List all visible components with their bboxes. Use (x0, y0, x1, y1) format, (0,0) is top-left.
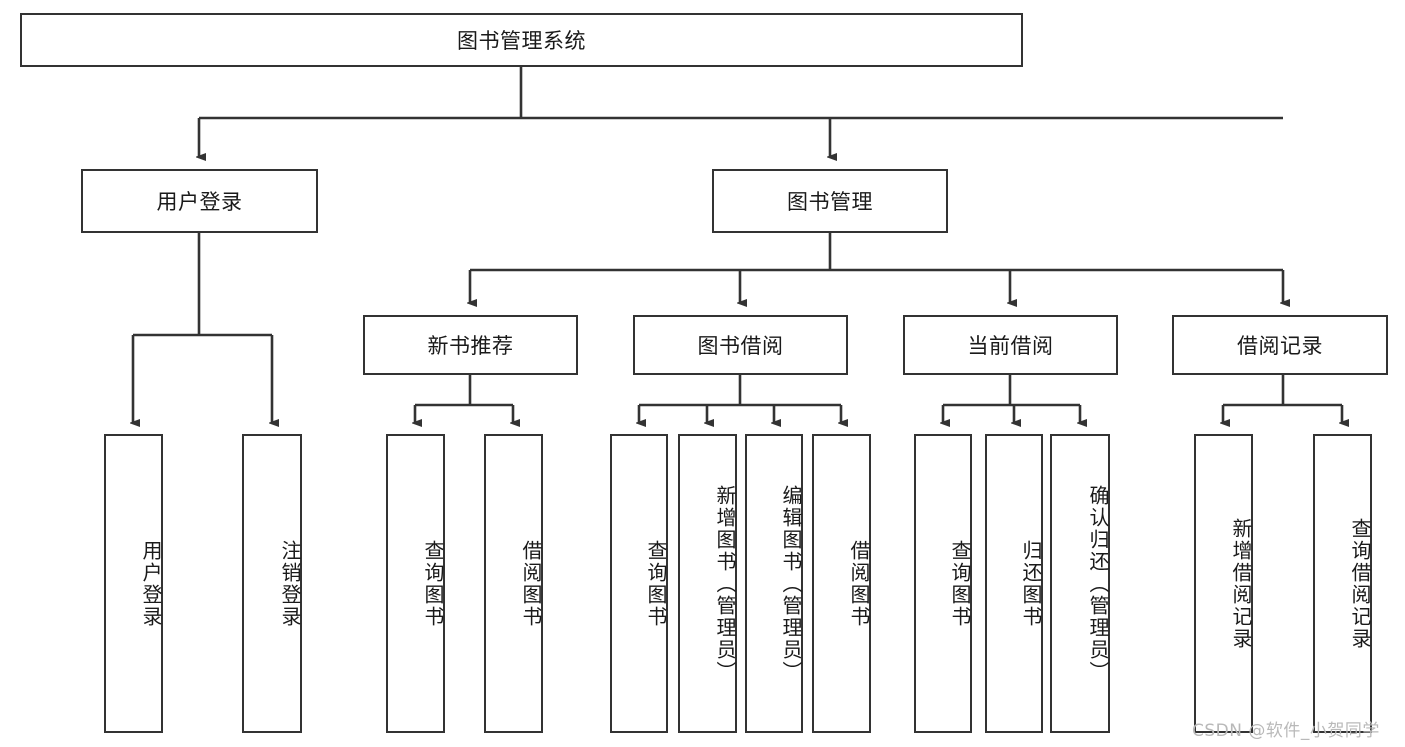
leaf-edit-book[interactable]: 编辑图书（管理员） (745, 434, 803, 733)
leaf-user-login-label: 用户登录 (139, 539, 163, 628)
node-root[interactable]: 图书管理系统 (20, 13, 1023, 67)
node-current-borrow[interactable]: 当前借阅 (903, 315, 1118, 375)
node-book-manage[interactable]: 图书管理 (712, 169, 948, 233)
node-book-borrow[interactable]: 图书借阅 (633, 315, 848, 375)
node-new-book-recommend-label: 新书推荐 (427, 334, 514, 358)
leaf-add-record-label: 新增借阅记录 (1229, 517, 1253, 650)
node-borrow-record-label: 借阅记录 (1237, 334, 1323, 358)
leaf-borrow-book-1[interactable]: 借阅图书 (484, 434, 543, 733)
node-new-book-recommend[interactable]: 新书推荐 (363, 315, 578, 375)
node-root-label: 图书管理系统 (457, 29, 586, 53)
leaf-logout-login[interactable]: 注销登录 (242, 434, 302, 733)
leaf-return-book-label: 归还图书 (1019, 539, 1043, 628)
leaf-query-book-3-label: 查询图书 (948, 539, 972, 628)
node-borrow-record[interactable]: 借阅记录 (1172, 315, 1388, 375)
leaf-query-book-2-label: 查询图书 (644, 539, 668, 628)
leaf-add-book[interactable]: 新增图书（管理员） (678, 434, 737, 733)
node-user-login-label: 用户登录 (156, 190, 243, 214)
leaf-query-record-label: 查询借阅记录 (1348, 517, 1372, 650)
leaf-query-book-2[interactable]: 查询图书 (610, 434, 668, 733)
node-book-manage-label: 图书管理 (787, 190, 873, 214)
leaf-borrow-book-2[interactable]: 借阅图书 (812, 434, 871, 733)
leaf-query-book-1[interactable]: 查询图书 (386, 434, 445, 733)
node-user-login[interactable]: 用户登录 (81, 169, 318, 233)
leaf-borrow-book-1-label: 借阅图书 (519, 539, 543, 628)
leaf-query-record[interactable]: 查询借阅记录 (1313, 434, 1372, 733)
leaf-add-record[interactable]: 新增借阅记录 (1194, 434, 1253, 733)
leaf-user-login[interactable]: 用户登录 (104, 434, 163, 733)
leaf-confirm-return[interactable]: 确认归还（管理员） (1050, 434, 1110, 733)
leaf-borrow-book-2-label: 借阅图书 (847, 539, 871, 628)
leaf-return-book[interactable]: 归还图书 (985, 434, 1043, 733)
csdn-watermark: CSDN @软件_小贺同学 (1192, 721, 1380, 741)
leaf-query-book-1-label: 查询图书 (421, 539, 445, 628)
leaf-confirm-return-label: 确认归还（管理员） (1086, 484, 1110, 683)
leaf-edit-book-label: 编辑图书（管理员） (779, 484, 803, 683)
node-current-borrow-label: 当前借阅 (967, 334, 1054, 358)
leaf-query-book-3[interactable]: 查询图书 (914, 434, 972, 733)
node-book-borrow-label: 图书借阅 (697, 334, 784, 358)
leaf-logout-login-label: 注销登录 (278, 539, 302, 628)
leaf-add-book-label: 新增图书（管理员） (713, 484, 737, 683)
